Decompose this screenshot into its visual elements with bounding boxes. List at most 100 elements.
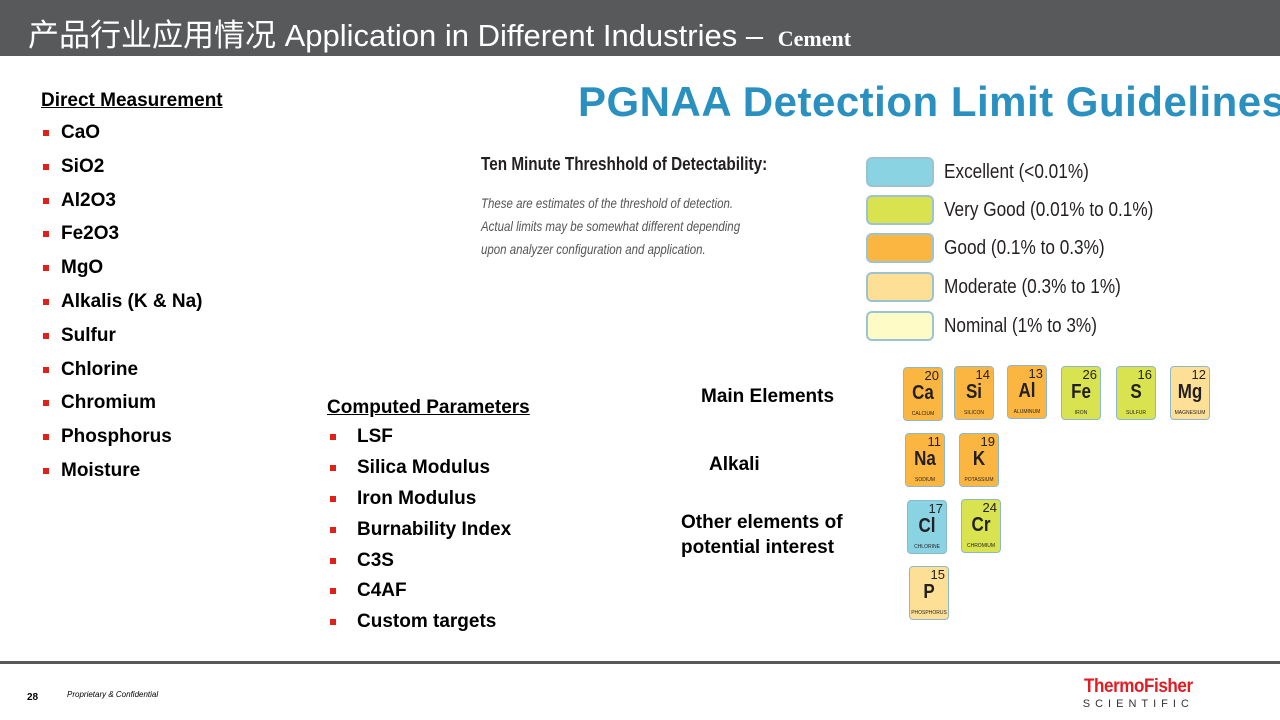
computed-parameters-heading: Computed Parameters: [327, 397, 530, 418]
list-item: SiO2: [41, 156, 202, 190]
list-item: Sulfur: [41, 325, 202, 359]
logo-line2: SCIENTIFIC: [1082, 698, 1194, 710]
list-item: Chromium: [41, 392, 202, 426]
element-symbol: K: [972, 448, 986, 470]
element-name: SODIUM: [915, 477, 935, 483]
note-line: upon analyzer configuration and applicat…: [481, 241, 706, 257]
note-line: These are estimates of the threshold of …: [481, 195, 734, 211]
legend-label: Very Good (0.01% to 0.1%): [944, 198, 1154, 221]
atomic-number: 12: [1191, 367, 1206, 382]
legend-item: Excellent (<0.01%): [866, 155, 1112, 189]
other-elements-label: Other elements of potential interest: [681, 512, 843, 558]
atomic-number: 13: [1028, 366, 1043, 381]
element-symbol: Na: [914, 448, 936, 470]
legend-swatch: [866, 272, 934, 302]
element-name: CHROMIUM: [966, 543, 996, 549]
list-item: Alkalis (K & Na): [41, 291, 202, 325]
element-name: CHLORINE: [914, 544, 940, 550]
element-symbol: Cl: [918, 515, 936, 537]
element-symbol: Fe: [1071, 381, 1091, 403]
legend-swatch: [866, 195, 934, 225]
title-subtitle: Cement: [777, 26, 852, 51]
threshold-note: These are estimates of the threshold of …: [481, 192, 740, 261]
legend-item: Moderate (0.3% to 1%): [866, 270, 1150, 304]
legend-label: Excellent (<0.01%): [944, 160, 1089, 183]
element-symbol: Ca: [912, 382, 934, 404]
list-item: Al2O3: [41, 190, 202, 224]
list-item: Chlorine: [41, 359, 202, 393]
atomic-number: 17: [928, 501, 943, 516]
slide-header: 产品行业应用情况 Application in Different Indust…: [0, 0, 1280, 56]
legend-label: Moderate (0.3% to 1%): [944, 275, 1121, 298]
list-item: LSF: [328, 426, 511, 457]
element-symbol: P: [923, 581, 935, 603]
atomic-number: 15: [930, 567, 945, 582]
atomic-number: 19: [980, 434, 995, 449]
atomic-number: 26: [1082, 367, 1097, 382]
footer-divider: [0, 661, 1280, 664]
confidential-note: Proprietary & Confidential: [67, 690, 159, 699]
title-text: 产品行业应用情况 Application in Different Indust…: [28, 18, 764, 53]
list-item: Custom targets: [328, 611, 511, 642]
legend-label: Good (0.1% to 0.3%): [944, 236, 1105, 259]
list-item: C4AF: [328, 580, 511, 611]
list-item: Phosphorus: [41, 426, 202, 460]
atomic-number: 11: [927, 434, 942, 449]
atomic-number: 20: [924, 368, 939, 383]
note-line: Actual limits may be somewhat different …: [481, 218, 741, 234]
threshold-title: Ten Minute Threshhold of Detectability:: [481, 154, 768, 174]
element-symbol: Si: [965, 381, 983, 403]
element-name: ALUMINUM: [1013, 409, 1041, 415]
element-symbol: S: [1130, 381, 1142, 403]
list-item: CaO: [41, 122, 202, 156]
atomic-number: 14: [975, 367, 990, 382]
legend-swatch: [866, 233, 934, 263]
atomic-number: 24: [982, 500, 997, 515]
element-name: IRON: [1074, 410, 1088, 416]
atomic-number: 16: [1137, 367, 1152, 382]
legend-swatch: [866, 157, 934, 187]
list-item: Fe2O3: [41, 223, 202, 257]
legend-item: Nominal (1% to 3%): [866, 309, 1122, 343]
alkali-label: Alkali: [709, 454, 760, 475]
element-symbol: Cr: [971, 514, 991, 536]
element-name: CALCIUM: [911, 411, 935, 417]
list-item: Silica Modulus: [328, 457, 511, 488]
element-name: PHOSPHORUS: [911, 610, 947, 616]
element-symbol: Mg: [1177, 381, 1203, 403]
list-item: Moisture: [41, 460, 202, 494]
page-number: 28: [27, 692, 39, 703]
logo-line1: ThermoFisher: [1084, 676, 1193, 697]
pgnaa-title: PGNAA Detection Limit Guidelines: [578, 78, 1280, 125]
legend-item: Very Good (0.01% to 0.1%): [866, 193, 1187, 227]
element-symbol: Al: [1018, 380, 1036, 402]
legend-item: Good (0.1% to 0.3%): [866, 231, 1131, 265]
element-name: SILICON: [963, 410, 984, 416]
list-item: C3S: [328, 550, 511, 581]
element-name: MAGNESIUM: [1174, 410, 1206, 416]
legend-label: Nominal (1% to 3%): [944, 314, 1097, 337]
main-elements-label: Main Elements: [701, 386, 835, 407]
list-item: Burnability Index: [328, 519, 511, 550]
legend-swatch: [866, 311, 934, 341]
element-name: POTASSIUM: [964, 477, 994, 483]
list-item: MgO: [41, 257, 202, 291]
slide-title: 产品行业应用情况 Application in Different Indust…: [28, 10, 851, 55]
thermo-fisher-logo: ThermoFisher SCIENTIFIC: [1078, 676, 1199, 710]
element-name: SULFUR: [1125, 410, 1146, 416]
list-item: Iron Modulus: [328, 488, 511, 519]
direct-measurement-heading: Direct Measurement: [41, 90, 223, 111]
